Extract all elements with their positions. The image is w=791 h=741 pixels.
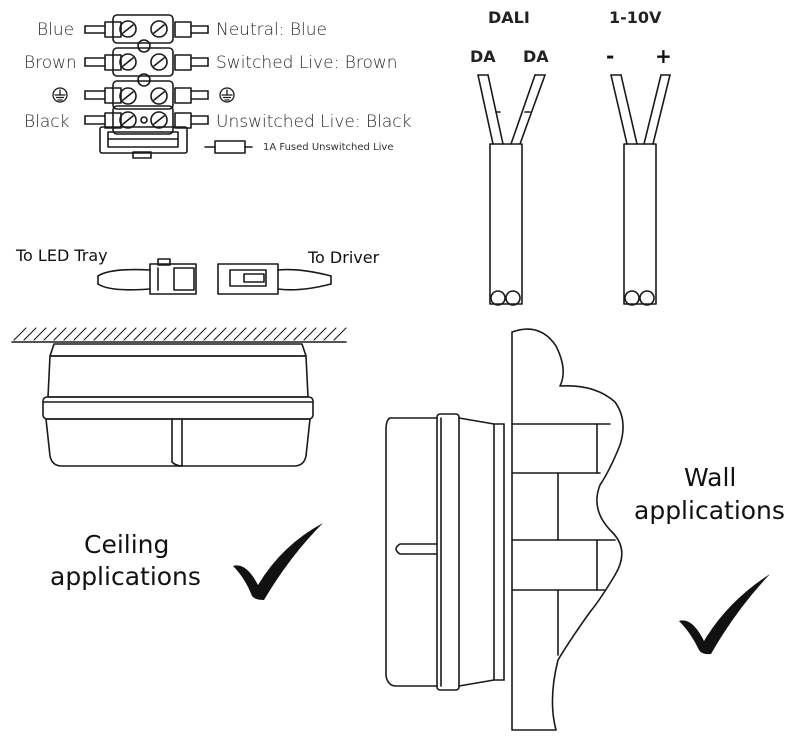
terminal-row-switched-live bbox=[84, 47, 209, 87]
checkmark-icon bbox=[233, 523, 323, 600]
earth-icon bbox=[52, 87, 68, 103]
connector-label-driver: To Driver bbox=[308, 248, 380, 267]
terminal-label-neutral: Neutral: Blue bbox=[216, 20, 327, 40]
checkmark-icon bbox=[679, 574, 770, 655]
terminal-block bbox=[84, 14, 253, 159]
terminal-label-unswitched-live: Unswitched Live: Black bbox=[216, 112, 412, 132]
dali-cable bbox=[477, 74, 546, 306]
ceiling-caption-line2: applications bbox=[50, 562, 201, 591]
earth-icon bbox=[219, 87, 235, 103]
wire-label-brown: Brown bbox=[24, 53, 77, 73]
connector-plug bbox=[97, 258, 197, 295]
fuse-label: 1A Fused Unswitched Live bbox=[263, 142, 394, 153]
connector-socket bbox=[217, 263, 332, 295]
ceiling-caption-line1: Ceiling bbox=[84, 530, 170, 559]
fuse-holder bbox=[99, 126, 188, 159]
v10-title: 1-10V bbox=[609, 8, 662, 27]
ceiling-surface bbox=[11, 327, 347, 343]
terminal-label-switched-live: Switched Live: Brown bbox=[216, 53, 398, 73]
v10-cable bbox=[610, 74, 671, 306]
terminal-row-neutral bbox=[84, 14, 209, 53]
v10-wire-label-positive: + bbox=[655, 44, 672, 68]
wire-label-blue: Blue bbox=[37, 20, 75, 40]
fuse-symbol bbox=[204, 140, 253, 154]
terminal-row-earth bbox=[84, 80, 209, 110]
terminal-row-unswitched-live bbox=[84, 105, 209, 135]
wire-label-black: Black bbox=[24, 112, 70, 132]
connector-label-led-tray: To LED Tray bbox=[16, 246, 108, 265]
dali-title: DALI bbox=[488, 8, 530, 27]
dali-wire-label-1: DA bbox=[470, 47, 496, 66]
dali-wire-label-2: DA bbox=[523, 47, 549, 66]
v10-wire-label-negative: - bbox=[606, 44, 615, 68]
wall-light-fitting bbox=[385, 413, 505, 691]
wall-caption-line1: Wall bbox=[684, 463, 737, 492]
wall-surface bbox=[511, 328, 624, 731]
ceiling-light-fitting bbox=[42, 343, 314, 467]
wall-caption-line2: applications bbox=[634, 496, 785, 525]
